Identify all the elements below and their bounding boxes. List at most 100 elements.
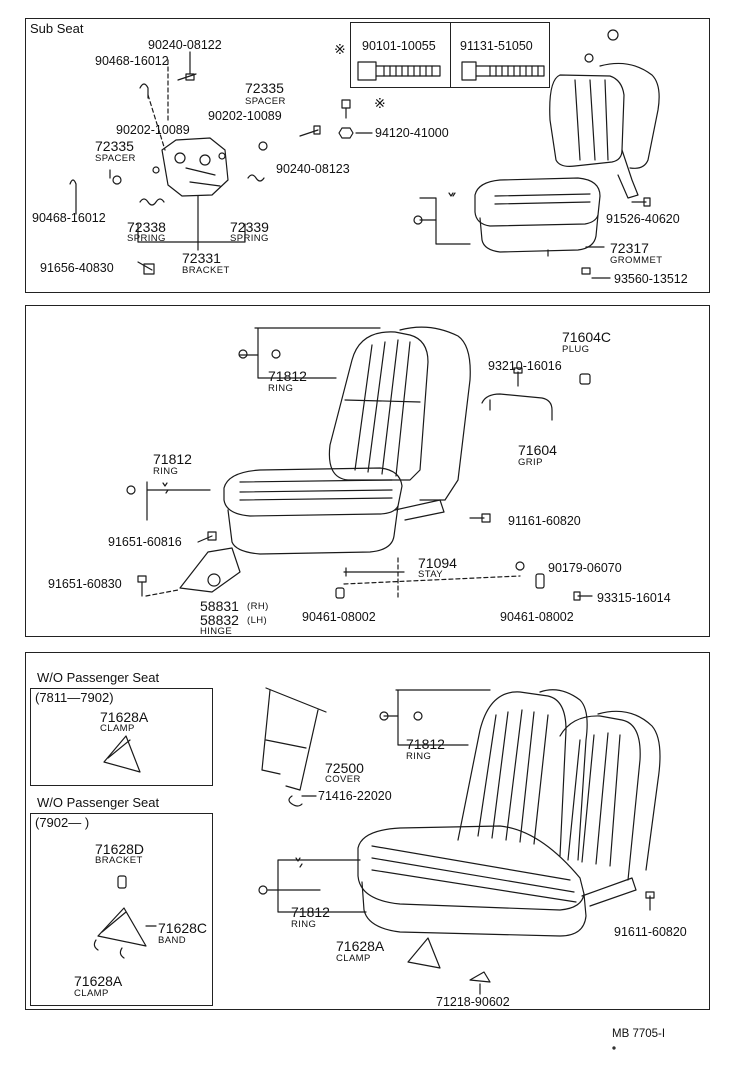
grip-icon <box>481 393 553 421</box>
bolt-icon <box>357 61 441 81</box>
part-caption-clamp: CLAMP <box>336 953 371 964</box>
part-caption-ring: RING <box>153 466 179 477</box>
part-caption-bracket: BRACKET <box>95 855 143 866</box>
part-number-72331: 72331 <box>182 250 221 266</box>
mark-circle-icon <box>126 485 136 495</box>
part-caption-clamp: CLAMP <box>74 988 109 999</box>
part-caption-rh: (RH) <box>247 601 269 612</box>
part-number-93315-16014: 93315-16014 <box>597 591 671 605</box>
part-number-91131-51050: 91131-51050 <box>460 39 533 53</box>
part-number-90461-08002: 90461-08002 <box>500 610 574 624</box>
bench-seat-panel <box>25 652 710 1010</box>
sub-seat-backrest-icon <box>549 62 660 199</box>
part-number-91651-60816: 91651-60816 <box>108 535 182 549</box>
mark-half-circle-icon <box>238 349 248 359</box>
washer-icon <box>218 152 226 160</box>
part-number-72339: 72339 <box>230 219 269 235</box>
grommet-icon <box>584 53 594 63</box>
mark-circle-icon <box>413 215 423 225</box>
model-range-label: (7811—7902) <box>35 690 114 705</box>
part-number-91656-40830: 91656-40830 <box>40 261 114 275</box>
part-caption-grip: GRIP <box>518 457 543 468</box>
clamp-icon <box>93 939 125 959</box>
bolt-icon <box>177 51 197 81</box>
part-caption-lh: (LH) <box>247 615 268 626</box>
wo-passenger-seat-title: W/O Passenger Seat <box>37 795 160 810</box>
part-number-91526-40620: 91526-40620 <box>606 212 680 226</box>
sub-seat-title: Sub Seat <box>30 21 84 36</box>
part-number-71628a: 71628A <box>336 938 385 954</box>
part-number-93560-13512: 93560-13512 <box>614 272 688 286</box>
diagram-reference-code: MB 7705-I <box>612 1028 666 1040</box>
part-caption-ring: RING <box>268 383 294 394</box>
bolt-detail-divider <box>450 22 451 88</box>
part-number-71812: 71812 <box>406 736 445 752</box>
clamp-icon <box>407 937 441 969</box>
plug-icon <box>579 373 591 385</box>
bench-seat-cushion-icon <box>357 825 637 937</box>
part-number-91611-60820: 91611-60820 <box>614 925 687 939</box>
part-number-71812: 71812 <box>268 368 307 384</box>
part-number-72335: 72335 <box>95 138 134 154</box>
mark-circle-icon <box>413 711 423 721</box>
spring-icon <box>139 174 265 206</box>
stay-icon <box>343 567 405 577</box>
part-number-90468-16012: 90468-16012 <box>95 54 169 68</box>
hook-icon <box>288 795 303 807</box>
clip-icon <box>469 971 491 983</box>
part-number-71628d: 71628D <box>95 841 145 857</box>
part-number-90101-10055: 90101-10055 <box>362 39 436 53</box>
part-number-90240-08123: 90240-08123 <box>276 162 350 176</box>
sub-seat-cushion-icon <box>474 177 601 257</box>
part-number-58832: 58832 <box>200 612 239 628</box>
part-caption-bracket: BRACKET <box>182 265 230 276</box>
part-number-93210-16016: 93210-16016 <box>488 359 562 373</box>
wo-passenger-seat-title: W/O Passenger Seat <box>37 670 160 685</box>
nut-icon <box>515 561 525 571</box>
bracket-icon <box>117 875 127 889</box>
part-caption-hinge: HINGE <box>200 626 233 637</box>
part-caption-ring: RING <box>406 751 432 762</box>
sub-seat-panel <box>25 18 710 293</box>
part-caption-ring: RING <box>291 919 317 930</box>
part-caption-spring: SPRING <box>127 233 166 244</box>
part-number-72338: 72338 <box>127 219 166 235</box>
clip-icon <box>139 83 149 99</box>
bolt-icon <box>197 531 217 543</box>
bolt-icon <box>137 261 155 275</box>
part-number-71812: 71812 <box>153 451 192 467</box>
part-number-91161-60820: 91161-60820 <box>508 514 581 528</box>
part-number-71416-22020: 71416-22020 <box>318 789 392 803</box>
part-caption-band: BAND <box>158 935 186 946</box>
spacer-icon <box>258 141 268 151</box>
part-caption-clamp: CLAMP <box>100 723 135 734</box>
part-number-90202-10089: 90202-10089 <box>208 109 282 123</box>
mark-half-circle-icon <box>607 29 619 41</box>
part-number-90461-08002: 90461-08002 <box>302 610 376 624</box>
bolt-icon <box>341 99 351 119</box>
bolt-icon <box>645 891 655 911</box>
part-number-72500: 72500 <box>325 760 364 776</box>
part-number-71628a: 71628A <box>100 709 149 725</box>
mark-circle-icon <box>271 349 281 359</box>
part-number-72317: 72317 <box>610 240 649 256</box>
part-number-90468-16012: 90468-16012 <box>32 211 106 225</box>
part-number-94120-41000: 94120-41000 <box>375 126 449 140</box>
clip-icon <box>535 573 545 589</box>
part-number-58831: 58831 <box>200 598 239 614</box>
part-caption-plug: PLUG <box>562 344 590 355</box>
part-number-71094: 71094 <box>418 555 457 571</box>
part-number-72335: 72335 <box>245 80 284 96</box>
clip-icon <box>335 587 345 599</box>
bolt-icon <box>469 513 491 523</box>
band-detail-box <box>30 813 213 1006</box>
part-number-71628c: 71628C <box>158 920 208 936</box>
nut-icon <box>338 127 354 139</box>
part-number-71604: 71604 <box>518 442 557 458</box>
bolt-icon <box>631 197 651 207</box>
clip-icon <box>69 179 77 215</box>
part-number-91651-60830: 91651-60830 <box>48 577 122 591</box>
front-seat-cushion-icon <box>223 467 445 555</box>
part-number-71218-90602: 71218-90602 <box>436 995 510 1009</box>
